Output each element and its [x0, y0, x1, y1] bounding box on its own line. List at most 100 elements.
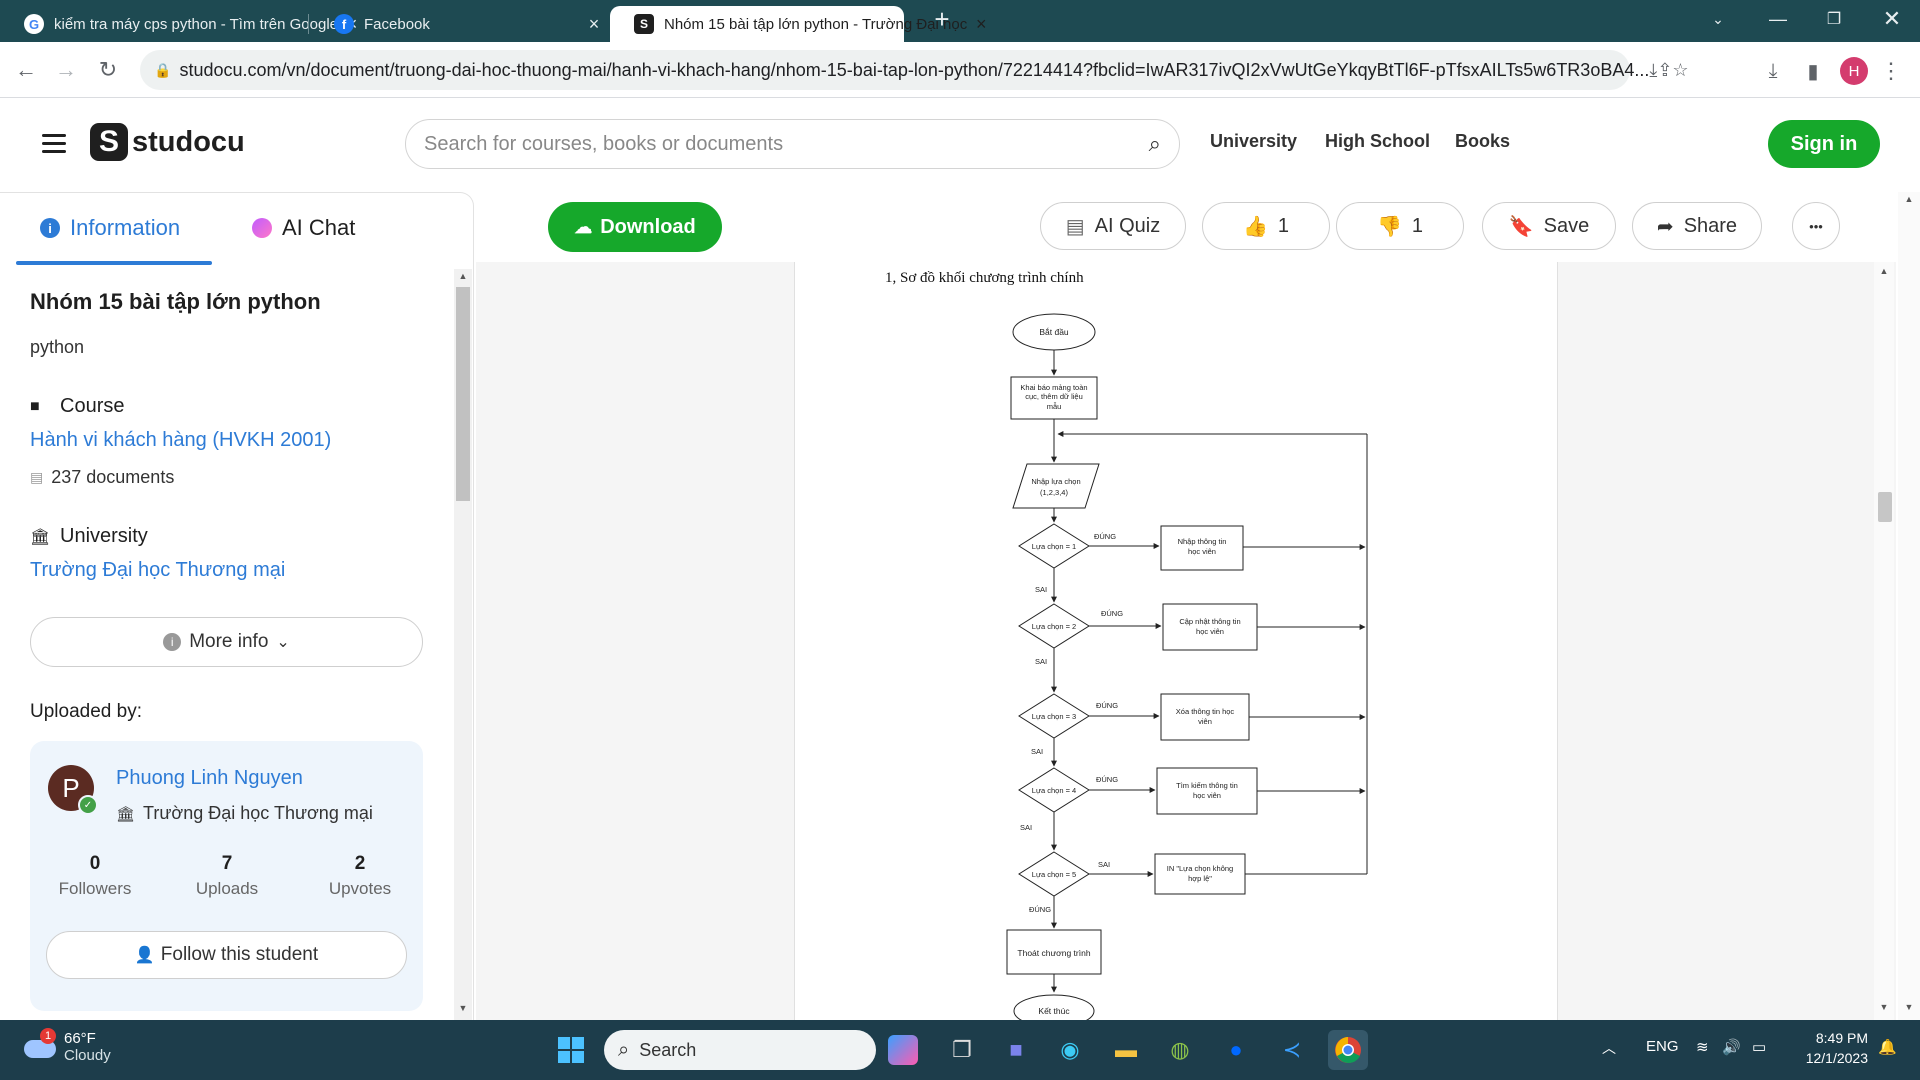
document-info-sidebar: i Information AI Chat Nhóm 15 bài tập lớ…	[0, 192, 474, 1021]
show-hidden-icons-chevron[interactable]: ︿	[1602, 1040, 1616, 1056]
bookmark-star-icon[interactable]: ☆	[1672, 59, 1689, 80]
ai-quiz-button[interactable]: ▤ AI Quiz	[1040, 202, 1186, 250]
scroll-down-icon[interactable]: ▼	[458, 1003, 468, 1013]
weather-temp: 66°F	[64, 1030, 96, 1047]
copilot-icon[interactable]	[888, 1035, 918, 1065]
weather-widget[interactable]: 1 66°F Cloudy	[22, 1028, 111, 1066]
like-button[interactable]: 👍 1	[1202, 202, 1330, 250]
downloads-icon[interactable]: ⤓	[1768, 59, 1778, 82]
more-options-button[interactable]: •••	[1792, 202, 1840, 250]
nav-university[interactable]: University	[1210, 131, 1298, 151]
share-page-icon[interactable]: ⇪	[1657, 59, 1673, 80]
flow-init-label: mẫu	[1047, 402, 1062, 411]
scroll-down-icon[interactable]: ▼	[1879, 1002, 1889, 1012]
viewer-scroll-thumb[interactable]	[1878, 492, 1892, 522]
site-header: S studocu ⌕ University High School Books…	[0, 98, 1920, 192]
browser-tab-studocu[interactable]: S Nhóm 15 bài tập lớn python - Trường Đạ…	[610, 6, 986, 42]
new-tab-button[interactable]: +	[934, 3, 950, 34]
flow-action-label: viên	[1198, 717, 1212, 726]
forward-arrow-icon[interactable]: →	[55, 57, 77, 82]
chrome-menu-icon[interactable]: ⋮	[1880, 58, 1902, 83]
flow-true-label: ĐÚNG	[1094, 532, 1116, 541]
uploader-avatar[interactable]: P	[48, 765, 94, 811]
close-icon[interactable]: ×	[588, 13, 600, 34]
address-bar[interactable]: 🔒 studocu.com/vn/document/truong-dai-hoc…	[140, 50, 1689, 90]
search-icon[interactable]: ⌕	[1148, 131, 1161, 156]
nav-high-school[interactable]: High School	[1325, 131, 1430, 151]
uploader-name[interactable]: Phuong Linh Nguyen	[116, 767, 303, 789]
taskbar-search-label: Search	[639, 1039, 697, 1060]
stat-value: 7	[221, 853, 233, 874]
side-panel-icon[interactable]: ▮	[1807, 60, 1819, 83]
windows-taskbar: 1 66°F Cloudy ⌕ Search ❐ ■ ◉ ▬ ◍ ● ≺ ︿ E…	[0, 1020, 1920, 1080]
flow-false-label: SAI	[1031, 747, 1043, 756]
tab-search-chevron-icon[interactable]: ⌄	[1712, 10, 1724, 27]
windows-start-icon[interactable]	[551, 1030, 591, 1070]
notification-bell-icon[interactable]: 🔔	[1878, 1039, 1897, 1056]
search-input[interactable]	[424, 132, 1149, 156]
scroll-up-icon[interactable]: ▲	[1879, 266, 1889, 276]
vscode-icon[interactable]: ≺	[1282, 1037, 1302, 1062]
sign-in-button[interactable]: Sign in	[1768, 120, 1880, 168]
flow-action-label: học viên	[1193, 791, 1221, 800]
url-text[interactable]: studocu.com/vn/document/truong-dai-hoc-t…	[179, 59, 1650, 80]
window-close-icon[interactable]: ✕	[1882, 6, 1902, 31]
hamburger-menu-icon[interactable]	[42, 134, 66, 154]
browser-tab-facebook[interactable]: f Facebook ×	[310, 6, 608, 42]
save-button[interactable]: 🔖 Save	[1482, 202, 1616, 250]
cloud-download-icon: ☁	[574, 216, 593, 237]
followers-stat: 0 Followers	[40, 853, 150, 899]
uploader-university: 🏛 Trường Đại học Thương mại	[116, 803, 373, 824]
app-icon[interactable]: ◍	[1170, 1037, 1190, 1062]
university-link[interactable]: Trường Đại học Thương mại	[30, 559, 286, 581]
download-button[interactable]: ☁ Download	[548, 202, 722, 252]
facebook-icon: f	[334, 14, 354, 34]
chrome-icon[interactable]	[1328, 1030, 1368, 1070]
volume-icon[interactable]: 🔊	[1722, 1039, 1741, 1056]
profile-avatar[interactable]: H	[1840, 57, 1868, 85]
stat-label: Followers	[58, 879, 132, 898]
scroll-up-icon[interactable]: ▲	[1904, 194, 1914, 204]
document-action-bar: ☁ Download ▤ AI Quiz 👍 1 👎 1 🔖 Save ➦ Sh…	[476, 192, 1896, 262]
zalo-icon[interactable]: ●	[1229, 1037, 1243, 1062]
teams-chat-icon[interactable]: ■	[1009, 1037, 1023, 1062]
course-link[interactable]: Hành vi khách hàng (HVKH 2001)	[30, 429, 332, 451]
scroll-up-icon[interactable]: ▲	[458, 271, 468, 281]
reload-icon[interactable]: ↻	[98, 57, 118, 82]
task-view-icon[interactable]: ❐	[952, 1037, 972, 1062]
restore-icon[interactable]: ❐	[1826, 11, 1842, 28]
chevron-down-icon: ⌄	[276, 634, 290, 651]
browser-tab-google[interactable]: G kiểm tra máy cps python - Tìm trên Goo…	[0, 6, 357, 42]
course-heading: ■ Course	[30, 395, 124, 418]
tab-ai-chat[interactable]: AI Chat	[252, 215, 355, 241]
sidebar-scroll-thumb[interactable]	[456, 287, 470, 501]
nav-books[interactable]: Books	[1455, 131, 1511, 151]
file-explorer-icon[interactable]: ▬	[1115, 1037, 1137, 1062]
university-icon: 🏛	[30, 528, 51, 546]
minimize-icon[interactable]: —	[1769, 8, 1787, 29]
edge-icon[interactable]: ◉	[1060, 1037, 1080, 1062]
wifi-icon[interactable]: ≋	[1696, 1039, 1709, 1056]
share-button[interactable]: ➦ Share	[1632, 202, 1762, 250]
dislike-button[interactable]: 👎 1	[1336, 202, 1464, 250]
language-indicator[interactable]: ENG	[1646, 1038, 1679, 1055]
viewer-scrollbar[interactable]	[1874, 262, 1894, 1020]
tab-information[interactable]: i Information	[40, 215, 180, 241]
clock[interactable]: 8:49 PM 12/1/2023	[1780, 1030, 1868, 1066]
follow-student-button[interactable]: 👤 Follow this student	[46, 931, 407, 979]
studocu-logo[interactable]: S studocu	[90, 122, 245, 162]
stat-label: Upvotes	[328, 879, 392, 898]
tab-title: Nhóm 15 bài tập lớn python - Trường Đại …	[664, 15, 968, 33]
back-arrow-icon[interactable]: ←	[15, 57, 37, 82]
install-app-icon[interactable]: ⤓	[1649, 59, 1658, 80]
battery-icon[interactable]: ▭	[1752, 1039, 1767, 1056]
scroll-down-icon[interactable]: ▼	[1904, 1002, 1914, 1012]
save-label: Save	[1543, 214, 1590, 237]
page-scrollbar[interactable]	[1898, 192, 1920, 1020]
stat-label: Uploads	[195, 879, 259, 898]
tab-label: Information	[70, 215, 181, 240]
more-info-button[interactable]: i More info ⌄	[30, 617, 423, 667]
taskbar-search[interactable]: ⌕ Search	[604, 1030, 876, 1070]
close-icon[interactable]: ×	[975, 13, 987, 34]
search-box[interactable]: ⌕	[405, 119, 1180, 169]
